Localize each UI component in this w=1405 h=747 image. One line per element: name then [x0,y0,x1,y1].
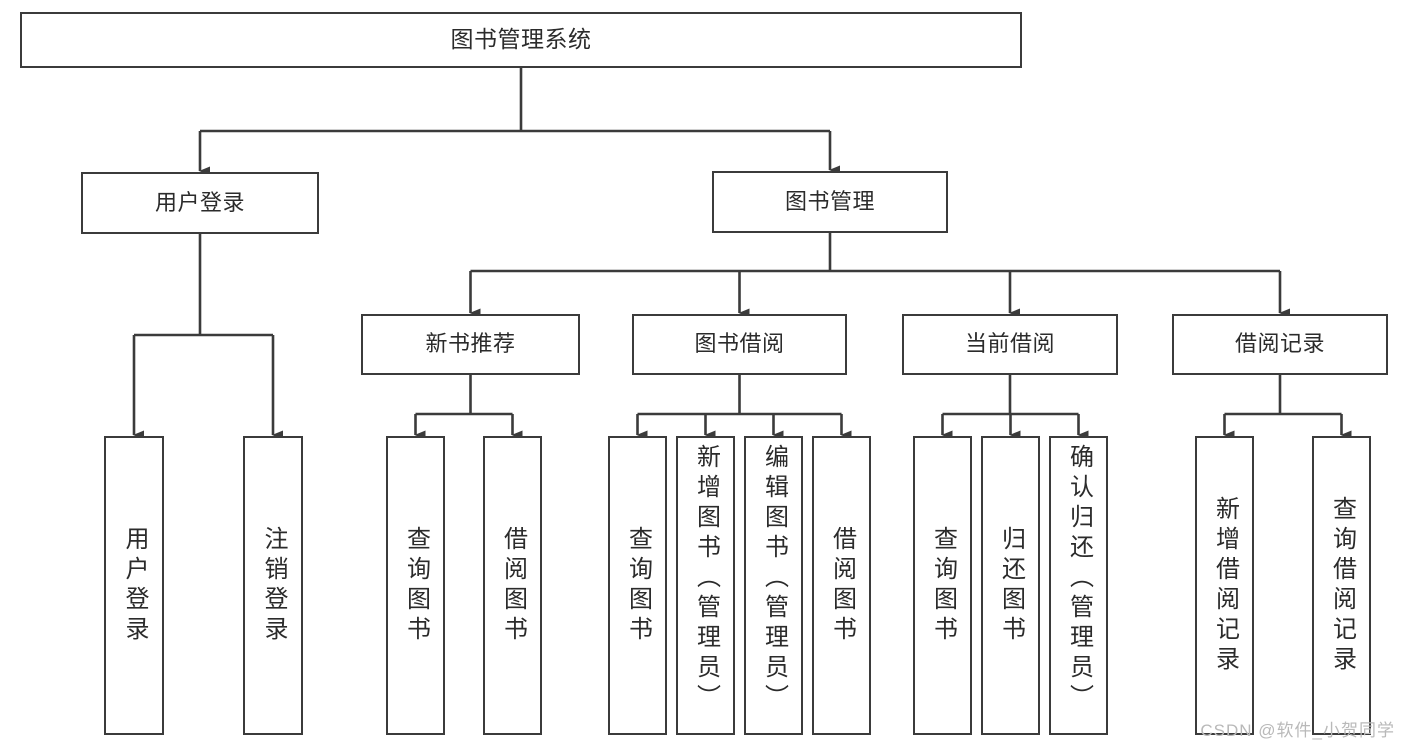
node-lf-bor-3[interactable]: 编辑图书（管理员） [744,436,803,735]
node-lf-rec-1[interactable]: 新增借阅记录 [1195,436,1254,735]
node-label: 确认归还（管理员） [1065,444,1093,714]
node-label: 新增借阅记录 [1211,495,1239,676]
node-l2-record[interactable]: 借阅记录 [1172,314,1388,375]
node-label: 编辑图书（管理员） [760,444,788,714]
node-label: 当前借阅 [964,331,1055,357]
node-lf-cur-1[interactable]: 查询图书 [913,436,972,735]
node-label: 新书推荐 [425,331,516,357]
node-label: 注销登录 [260,525,287,646]
node-l1-books[interactable]: 图书管理 [712,171,948,233]
node-label: 图书管理系统 [450,26,592,53]
node-lf-new-1[interactable]: 查询图书 [386,436,445,735]
node-label: 查询图书 [402,525,430,646]
node-lf-bor-1[interactable]: 查询图书 [608,436,667,735]
node-label: 归还图书 [997,525,1025,646]
node-label: 查询借阅记录 [1328,495,1356,676]
node-label: 用户登录 [121,525,148,646]
node-lf-bor-4[interactable]: 借阅图书 [812,436,871,735]
node-label: 查询图书 [624,525,652,646]
node-lf-rec-2[interactable]: 查询借阅记录 [1312,436,1371,735]
node-label: 查询图书 [929,525,957,646]
node-lf-cur-3[interactable]: 确认归还（管理员） [1049,436,1108,735]
node-label: 借阅图书 [828,525,856,646]
node-lf-bor-2[interactable]: 新增图书（管理员） [676,436,735,735]
node-l2-new[interactable]: 新书推荐 [361,314,580,375]
node-label: 借阅记录 [1234,331,1325,357]
node-lf-login-1[interactable]: 用户登录 [104,436,164,735]
node-label: 图书管理 [784,188,875,214]
node-l2-borrow[interactable]: 图书借阅 [632,314,847,375]
node-l2-current[interactable]: 当前借阅 [902,314,1118,375]
node-l1-login[interactable]: 用户登录 [81,172,319,234]
node-lf-login-2[interactable]: 注销登录 [243,436,303,735]
node-label: 借阅图书 [499,525,527,646]
node-lf-cur-2[interactable]: 归还图书 [981,436,1040,735]
watermark-text: CSDN @软件_小贺同学 [1200,721,1395,740]
node-label: 新增图书（管理员） [692,444,720,714]
node-root[interactable]: 图书管理系统 [20,12,1022,68]
node-label: 用户登录 [154,189,245,215]
node-label: 图书借阅 [694,331,785,357]
node-lf-new-2[interactable]: 借阅图书 [483,436,542,735]
